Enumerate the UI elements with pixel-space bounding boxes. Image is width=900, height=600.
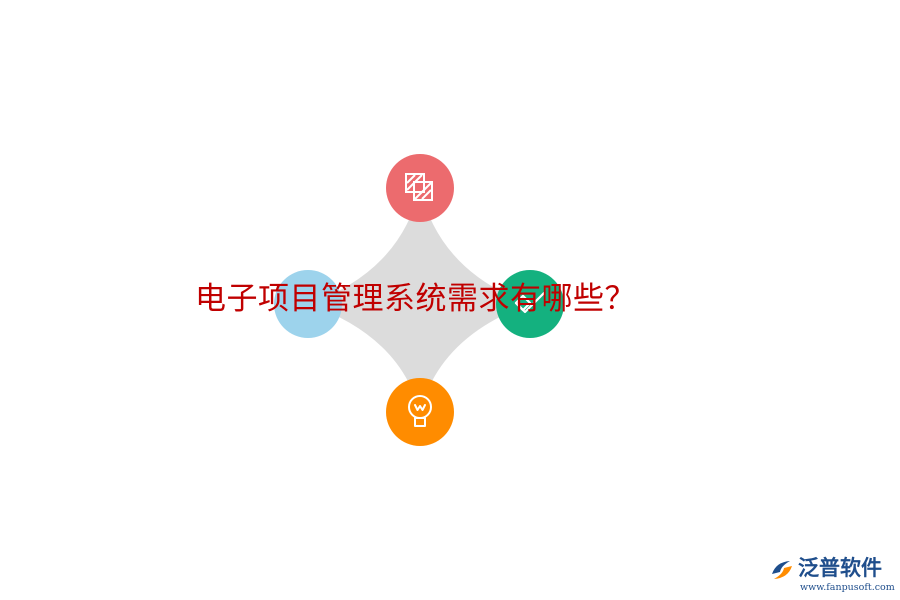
lightbulb-icon bbox=[408, 395, 432, 427]
fanpu-logo-mark-icon bbox=[772, 561, 792, 579]
logo-url: www.fanpusoft.com bbox=[800, 582, 895, 593]
top-node bbox=[386, 154, 454, 222]
bottom-node bbox=[386, 378, 454, 446]
left-node bbox=[274, 270, 342, 338]
bottom-node-circle bbox=[386, 378, 454, 446]
logo-name: 泛普软件 bbox=[798, 556, 882, 580]
top-node-circle bbox=[386, 154, 454, 222]
diagram-title: 电子项目管理系统需求有哪些？ bbox=[195, 281, 636, 317]
left-node-circle bbox=[274, 270, 342, 338]
right-node bbox=[496, 270, 564, 338]
fanpu-logo: 泛普软件 www.fanpusoft.com bbox=[768, 553, 895, 597]
striped-squares-icon bbox=[405, 173, 433, 201]
checkmark-icon bbox=[514, 291, 546, 314]
star-connector bbox=[308, 188, 530, 412]
